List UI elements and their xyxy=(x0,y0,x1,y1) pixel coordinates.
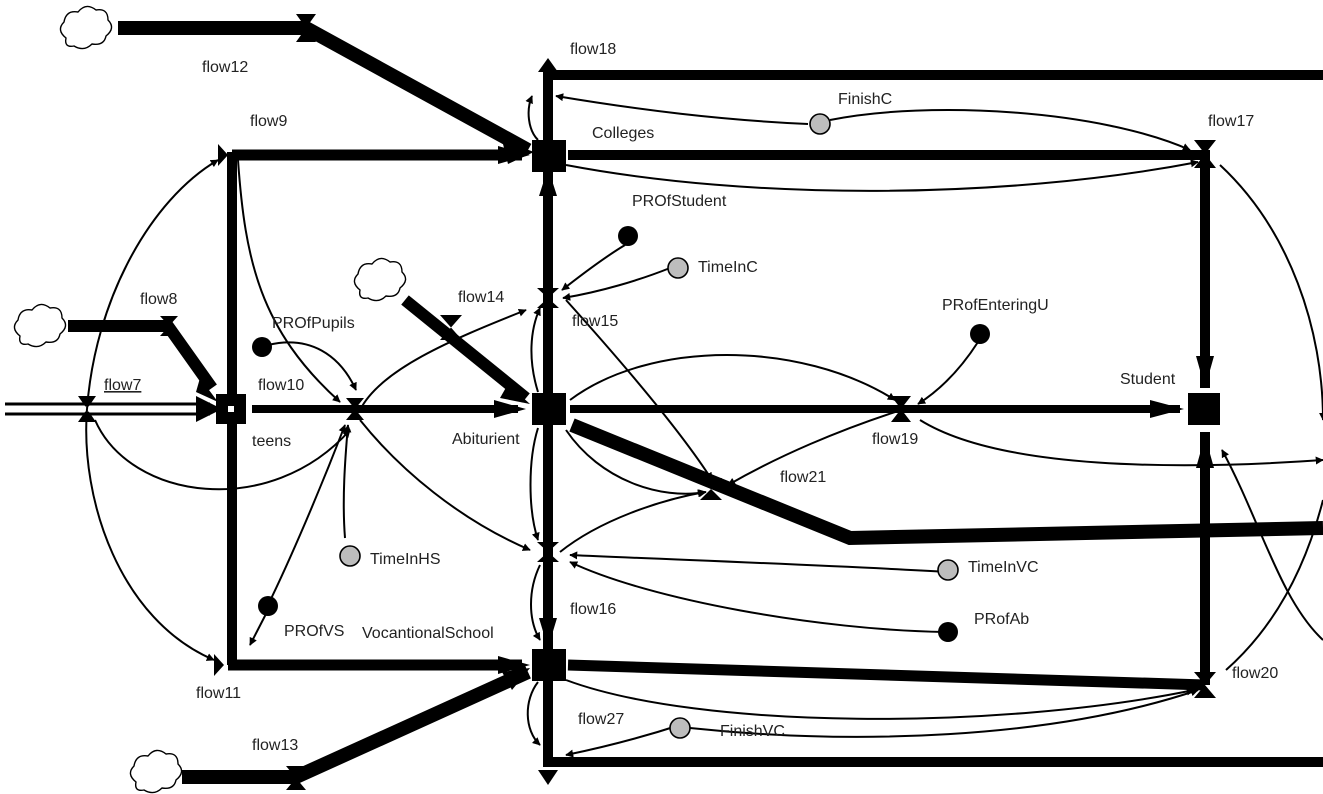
valve-flow10[interactable] xyxy=(346,398,364,420)
stock-colleges[interactable] xyxy=(532,140,566,172)
arrowhead-flow19 xyxy=(1150,400,1184,418)
const-finish-vc[interactable] xyxy=(669,717,691,739)
label-flow19: flow19 xyxy=(872,431,918,448)
valve-flow9[interactable] xyxy=(218,144,228,166)
arrowhead-flow14 xyxy=(500,384,530,404)
arrowhead-flow11 xyxy=(498,656,530,674)
label-pr-of-ab: PRofAb xyxy=(974,611,1029,628)
aux-pr-of-vs[interactable] xyxy=(258,596,278,616)
label-pr-of-pupils: PROfPupils xyxy=(272,315,355,332)
label-flow8: flow8 xyxy=(140,291,177,308)
label-finish-c: FinishC xyxy=(838,91,892,108)
label-flow12: flow12 xyxy=(202,59,248,76)
cloud-flow12 xyxy=(59,5,113,50)
flow-pipes xyxy=(5,21,1323,784)
aux-pr-of-student[interactable] xyxy=(618,226,638,246)
aux-pr-of-ab[interactable] xyxy=(938,622,958,642)
aux-pr-of-entering-u[interactable] xyxy=(970,324,990,344)
arrowhead-flow7 xyxy=(196,396,222,422)
aux-pr-of-pupils[interactable] xyxy=(252,337,272,357)
const-time-in-c[interactable] xyxy=(667,257,689,279)
label-time-in-c: TimeInC xyxy=(698,259,758,276)
valve-flow16[interactable] xyxy=(537,542,559,562)
valve-flow19[interactable] xyxy=(891,396,911,422)
label-flow27: flow27 xyxy=(578,711,624,728)
valve-flow12[interactable] xyxy=(296,14,316,42)
stock-vocational[interactable] xyxy=(532,649,566,681)
valve-flow17[interactable] xyxy=(1194,140,1216,168)
cloud-flow8 xyxy=(13,303,67,348)
label-flow13: flow13 xyxy=(252,737,298,754)
cloud-flow14 xyxy=(353,257,407,302)
arrowhead-flow16 xyxy=(539,618,557,648)
arrowhead-flow10 xyxy=(494,400,526,418)
label-student: Student xyxy=(1120,371,1176,388)
label-time-in-hs: TimeInHS xyxy=(370,551,441,568)
label-finish-vc: FinishVC xyxy=(720,723,785,740)
valve-flow11[interactable] xyxy=(214,654,224,676)
valve-flow27[interactable] xyxy=(538,770,558,785)
label-flow15: flow15 xyxy=(572,313,618,330)
label-flow10: flow10 xyxy=(258,377,304,394)
pipe-flow12 xyxy=(118,21,532,157)
label-pr-of-vs: PROfVS xyxy=(284,623,344,640)
arrowhead-flow17 xyxy=(1196,356,1214,388)
labels: Colleges Abiturient teens VocantionalSch… xyxy=(104,41,1278,754)
valve-flow18[interactable] xyxy=(538,58,558,72)
label-teens: teens xyxy=(252,433,291,450)
const-time-in-hs[interactable] xyxy=(339,545,361,567)
pipe-flow27 xyxy=(543,680,1323,767)
label-pr-of-entering-u: PRofEnteringU xyxy=(942,297,1049,314)
label-colleges: Colleges xyxy=(592,125,654,142)
arrowhead-flow15 xyxy=(539,168,557,196)
links xyxy=(85,93,1323,758)
clouds xyxy=(13,5,407,794)
variables xyxy=(252,113,990,739)
label-flow20: flow20 xyxy=(1232,665,1278,682)
label-flow18: flow18 xyxy=(570,41,616,58)
pipe-flow14 xyxy=(401,295,530,403)
label-flow7: flow7 xyxy=(104,377,141,394)
valve-flow20[interactable] xyxy=(1194,672,1216,698)
valve-flow15[interactable] xyxy=(537,288,559,308)
valves xyxy=(78,14,1216,790)
valve-flow13[interactable] xyxy=(286,766,306,790)
label-time-in-vc: TimeInVC xyxy=(968,559,1039,576)
valve-flow14[interactable] xyxy=(440,315,462,340)
label-abiturient: Abiturient xyxy=(452,431,520,448)
label-flow9: flow9 xyxy=(250,113,287,130)
arrowhead-flow12 xyxy=(502,140,534,164)
label-flow14: flow14 xyxy=(458,289,504,306)
pipe-flow18 xyxy=(543,70,1323,140)
label-flow16: flow16 xyxy=(570,601,616,618)
valve-flow8[interactable] xyxy=(160,316,178,336)
pipe-flow21 xyxy=(569,418,1323,546)
arrowhead-flow20 xyxy=(1196,436,1214,468)
label-pr-of-student: PROfStudent xyxy=(632,193,727,210)
arrowhead-flow13 xyxy=(502,668,530,690)
const-finish-c[interactable] xyxy=(809,113,831,135)
stocks xyxy=(216,140,1220,681)
cloud-flow13 xyxy=(129,749,183,794)
label-vocational: VocantionalSchool xyxy=(362,625,494,642)
arrowhead-flow8 xyxy=(196,378,218,402)
label-flow21: flow21 xyxy=(780,469,826,486)
stock-abiturient[interactable] xyxy=(532,393,566,425)
label-flow11: flow11 xyxy=(196,685,241,702)
pipe-flow20 xyxy=(567,659,1206,691)
const-time-in-vc[interactable] xyxy=(937,559,959,581)
stock-student[interactable] xyxy=(1188,393,1220,425)
label-flow17: flow17 xyxy=(1208,113,1254,130)
